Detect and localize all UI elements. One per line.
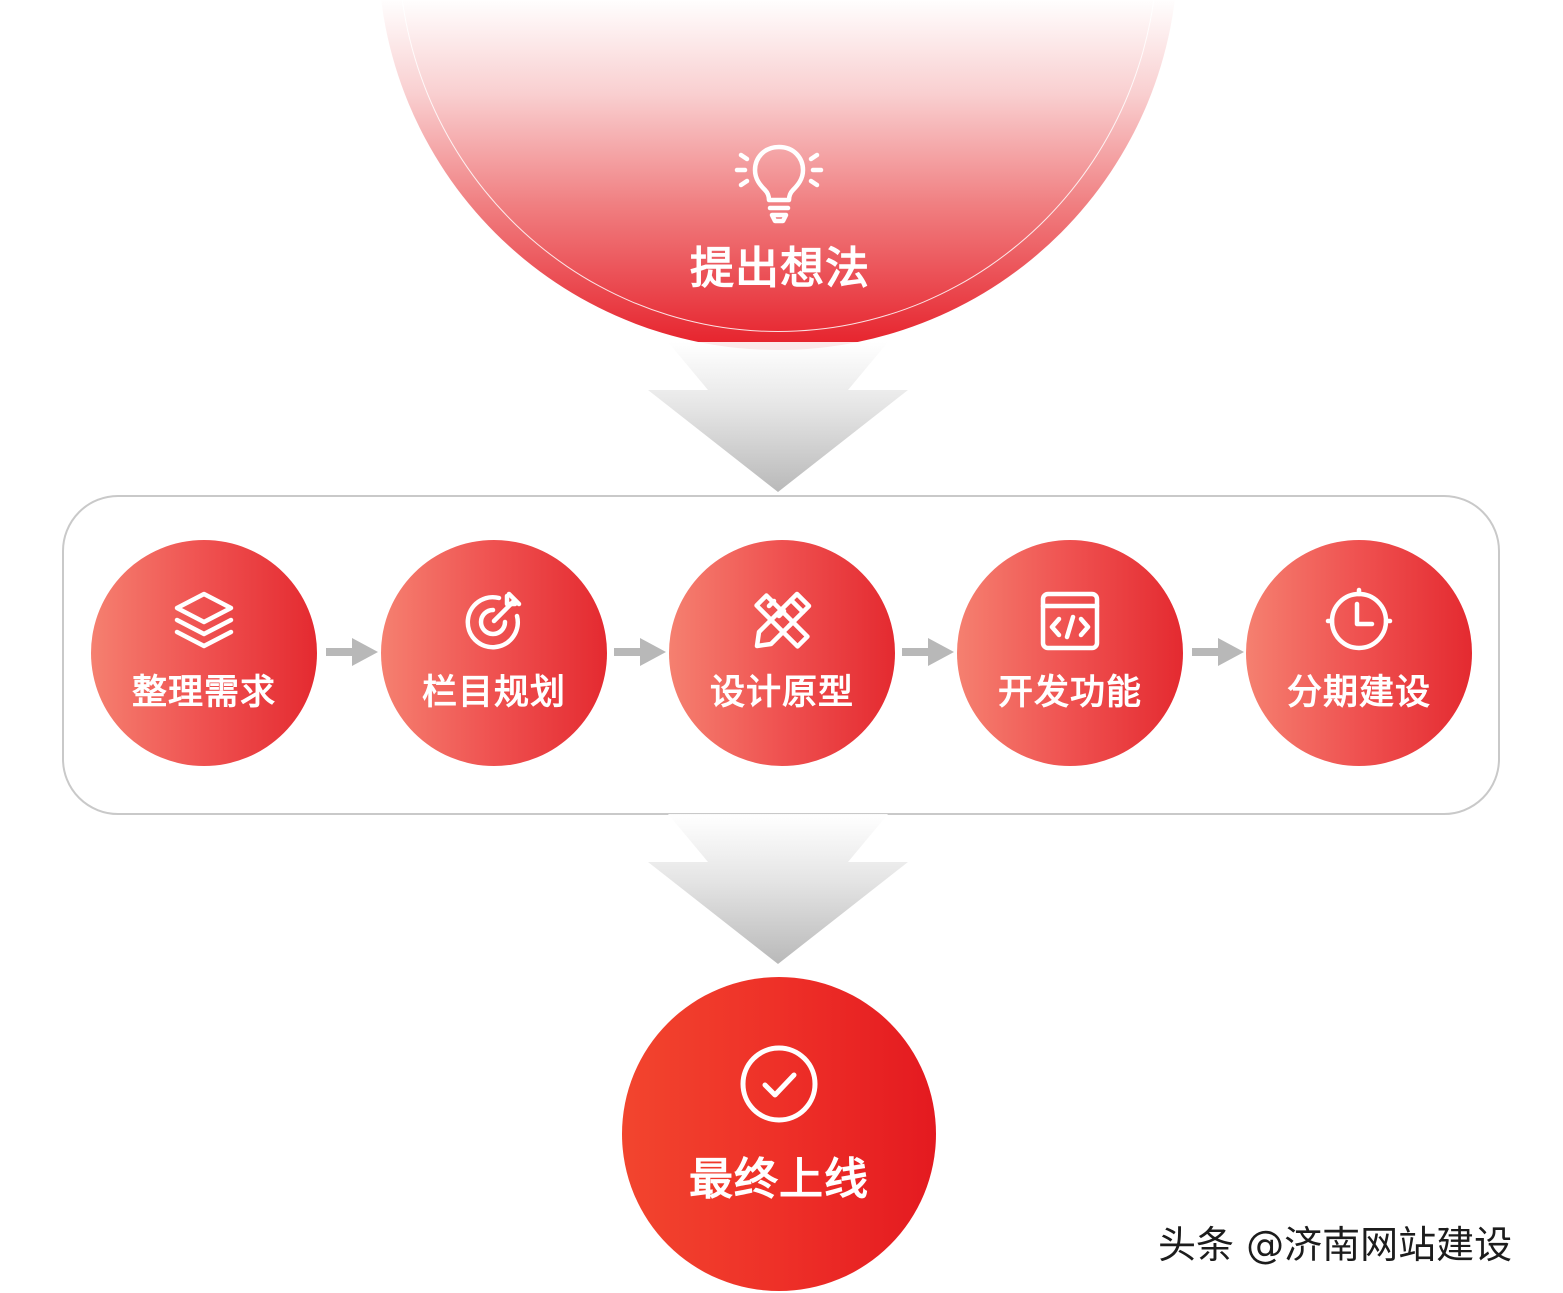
pencil-ruler-icon — [754, 591, 812, 649]
clock-icon — [1325, 587, 1393, 651]
target-icon — [465, 591, 522, 650]
step-column-planning: 栏目规划 — [381, 540, 607, 766]
right-arrow-icon — [902, 638, 954, 666]
layers-icon — [174, 591, 234, 649]
down-chevron-arrow — [648, 814, 908, 964]
step-label: 设计原型 — [709, 673, 854, 713]
down-chevron-arrow — [648, 342, 908, 492]
start-label: 提出想法 — [690, 243, 870, 294]
step-label: 栏目规划 — [421, 673, 566, 713]
step-label: 开发功能 — [997, 673, 1142, 713]
step-design-prototype: 设计原型 — [669, 540, 895, 766]
step-phased-construction: 分期建设 — [1246, 540, 1472, 766]
end-label: 最终上线 — [689, 1154, 869, 1205]
right-arrow-icon — [614, 638, 666, 666]
check-circle-icon — [740, 1045, 818, 1123]
step-develop-features: 开发功能 — [957, 540, 1183, 766]
lightbulb-icon — [734, 144, 824, 224]
step-label: 整理需求 — [131, 673, 276, 713]
right-arrow-icon — [1192, 638, 1244, 666]
step-organize-requirements: 整理需求 — [91, 540, 317, 766]
step-label: 分期建设 — [1286, 673, 1431, 713]
end-node: 最终上线 — [622, 977, 936, 1291]
code-window-icon — [1040, 591, 1100, 651]
right-arrow-icon — [326, 638, 378, 666]
watermark-text: 头条 @济南网站建设 — [1158, 1223, 1513, 1267]
